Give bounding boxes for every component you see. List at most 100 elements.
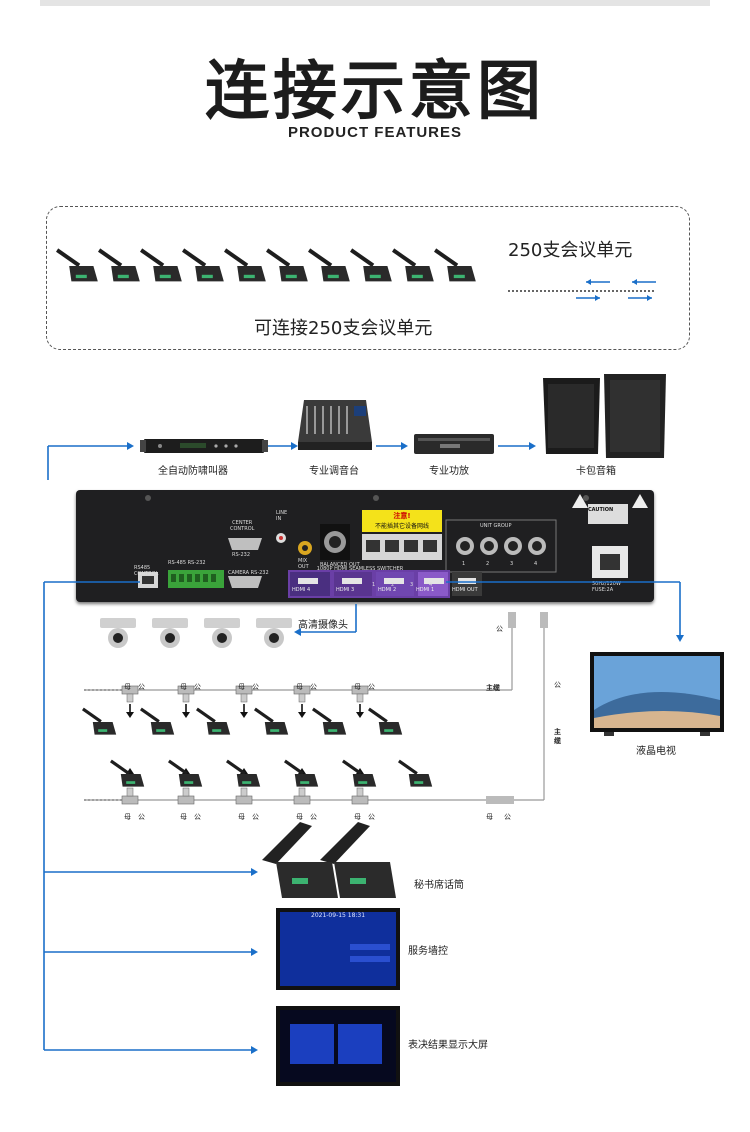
hdmi-out-label: HDMI OUT: [452, 587, 478, 593]
switcher-label: 1080P HDMI SEAMLESS SWITCHER: [316, 566, 404, 572]
conference-mic-icon: [308, 248, 350, 282]
speakers-device: [543, 374, 666, 458]
conference-mic-icon: [110, 759, 145, 787]
male-label: 公: [310, 813, 317, 821]
hdmi4-label: HDMI 4: [292, 587, 311, 593]
conference-mic-icon: [82, 707, 117, 735]
female-label: 母: [124, 683, 131, 691]
male-label: 公: [252, 813, 259, 821]
female-label: 母: [296, 683, 303, 691]
connect-capacity-label: 可连接250支会议单元: [254, 318, 433, 339]
tv-label: 液晶电视: [636, 746, 676, 757]
balanced-out-label: BALANCED OUT: [320, 562, 360, 568]
rs485-232-label: RS-485 RS-232: [168, 560, 206, 566]
male-label: 公: [194, 813, 201, 821]
female-label: 母: [354, 683, 361, 691]
conference-mic-icon: [140, 707, 175, 735]
page-subtitle: PRODUCT FEATURES: [287, 124, 463, 141]
female-label: 母: [486, 813, 493, 821]
t-connector: [293, 787, 311, 805]
warning-line2: 不能插其它设备网线: [374, 523, 429, 530]
capacity-box: [46, 206, 690, 350]
lower-wiring: [43, 581, 724, 1086]
caution-label: CAUTION: [588, 507, 614, 513]
unit-port-number: 2: [486, 561, 490, 567]
power-rating-label: 50Hz/120W FUSE:2A: [592, 581, 621, 593]
t-connector: [235, 685, 253, 703]
conference-mic-icon: [182, 248, 224, 282]
line-in-label: LINE IN: [276, 510, 288, 522]
port-number: 1: [372, 582, 376, 588]
service-wall-screen: [276, 908, 400, 990]
female-label: 母: [296, 813, 303, 821]
male-label: 公: [368, 683, 375, 691]
t-connector: [177, 787, 195, 805]
conference-mic-icon: [434, 248, 476, 282]
trunk-label: 主缆: [486, 684, 500, 692]
conference-mic-icon: [368, 707, 403, 735]
t-connector: [235, 787, 253, 805]
hdmi3-label: HDMI 3: [336, 587, 355, 593]
result-display-screen: [276, 1006, 400, 1086]
port-number: 2: [391, 582, 395, 588]
camera-icon: [204, 618, 240, 648]
camera-label: 高清摄像头: [298, 620, 348, 631]
unit-port-number: 3: [510, 561, 514, 567]
t-connector: [177, 685, 195, 703]
amplifier-device: [414, 434, 494, 454]
t-connector: [121, 787, 139, 805]
female-label: 母: [180, 683, 187, 691]
bus-arrows-icon: [508, 279, 656, 301]
unit-port-number: 1: [462, 561, 466, 567]
female-label: 母: [238, 683, 245, 691]
secretary-mics: [262, 822, 396, 898]
male-label: 公: [138, 683, 145, 691]
male-label: 公: [194, 683, 201, 691]
feedback-suppressor-device: [140, 439, 268, 453]
conference-mic-icon: [284, 759, 319, 787]
female-label: 母: [238, 813, 245, 821]
secretary-label: 秘书席话筒: [414, 880, 464, 891]
port-number: 3: [410, 582, 414, 588]
female-label: 母: [180, 813, 187, 821]
male-label: 公: [252, 683, 259, 691]
camera-rs232-label: CAMERA RS-232: [228, 570, 269, 576]
hdmi1-label: HDMI 1: [416, 587, 435, 593]
conference-mic-icon: [98, 248, 140, 282]
camera-icon: [152, 618, 188, 648]
speaker-label: 卡包音箱: [576, 466, 616, 477]
male-label: 公: [496, 625, 503, 633]
male-label: 公: [310, 683, 317, 691]
male-label: 公: [138, 813, 145, 821]
service-screen-time: 2021-09-15 18:31: [311, 912, 366, 919]
female-label: 母: [124, 813, 131, 821]
amp-label: 专业功放: [429, 466, 469, 477]
t-connector: [293, 685, 311, 703]
center-control-label: CENTER CONTROL: [230, 520, 255, 532]
male-label: 公: [554, 681, 561, 689]
feedback-label: 全自动防啸叫器: [158, 466, 228, 477]
conference-mic-icon: [312, 707, 347, 735]
conference-mic-icon: [56, 248, 98, 282]
hdmi2-label: HDMI 2: [378, 587, 397, 593]
panel-graphics: [138, 494, 648, 598]
page-title: 连接示意图: [205, 55, 545, 129]
conference-mic-icon: [196, 707, 231, 735]
result-label: 表决结果显示大屏: [408, 1040, 488, 1051]
mixer-label: 专业调音台: [309, 466, 359, 477]
t-connector: [351, 685, 369, 703]
conference-mic-icon: [392, 248, 434, 282]
conference-mic-icon: [266, 248, 308, 282]
female-label: 母: [354, 813, 361, 821]
trunk-label: 主缆: [554, 728, 561, 745]
service-label: 服务墙控: [408, 946, 448, 957]
conference-mic-icon: [168, 759, 203, 787]
conference-mic-icon: [342, 759, 377, 787]
unit-group-label: UNIT GROUP: [480, 523, 512, 529]
port-number: 4: [429, 582, 433, 588]
conference-mic-icon: [398, 759, 433, 787]
warning-line1: 注意!: [393, 512, 411, 520]
top-divider: [40, 0, 710, 6]
conference-mic-icon: [350, 248, 392, 282]
camera-icon: [100, 618, 136, 648]
